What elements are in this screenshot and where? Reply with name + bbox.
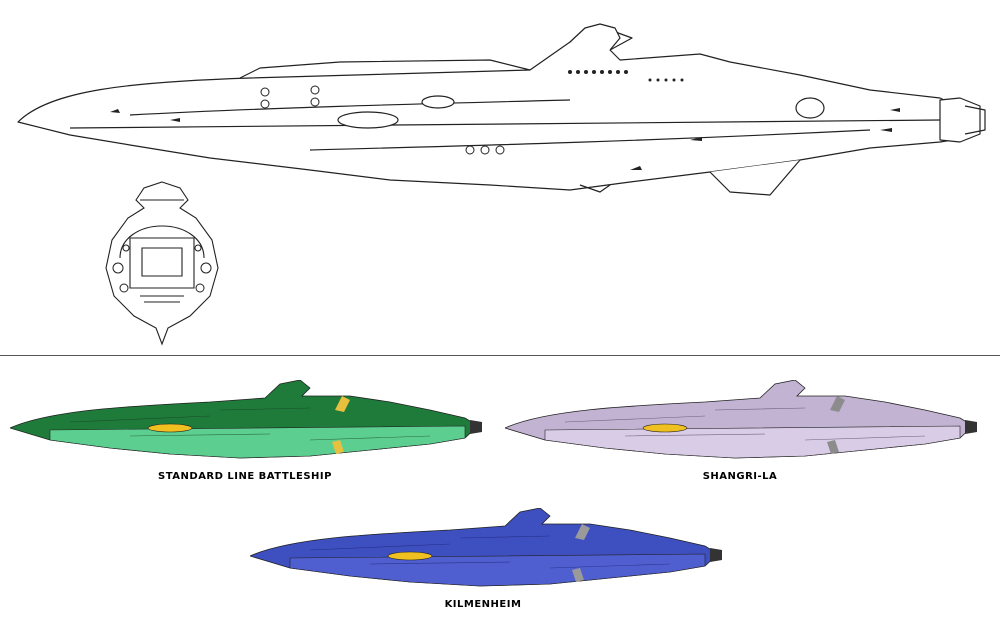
variant-ship-shangri-la	[505, 380, 977, 459]
variant-label-kilmenheim: KILMENHEIM	[444, 599, 522, 610]
variant-ship-standard-line-battleship	[10, 380, 482, 459]
variant-label-standard-line-battleship: STANDARD LINE BATTLESHIP	[158, 471, 332, 482]
ship-front-view-lineart	[105, 181, 219, 346]
variant-ship-kilmenheim	[250, 508, 722, 587]
section-divider	[0, 355, 1000, 356]
ship-side-profile-lineart	[17, 23, 986, 196]
variant-label-shangri-la: SHANGRI-LA	[702, 471, 778, 482]
